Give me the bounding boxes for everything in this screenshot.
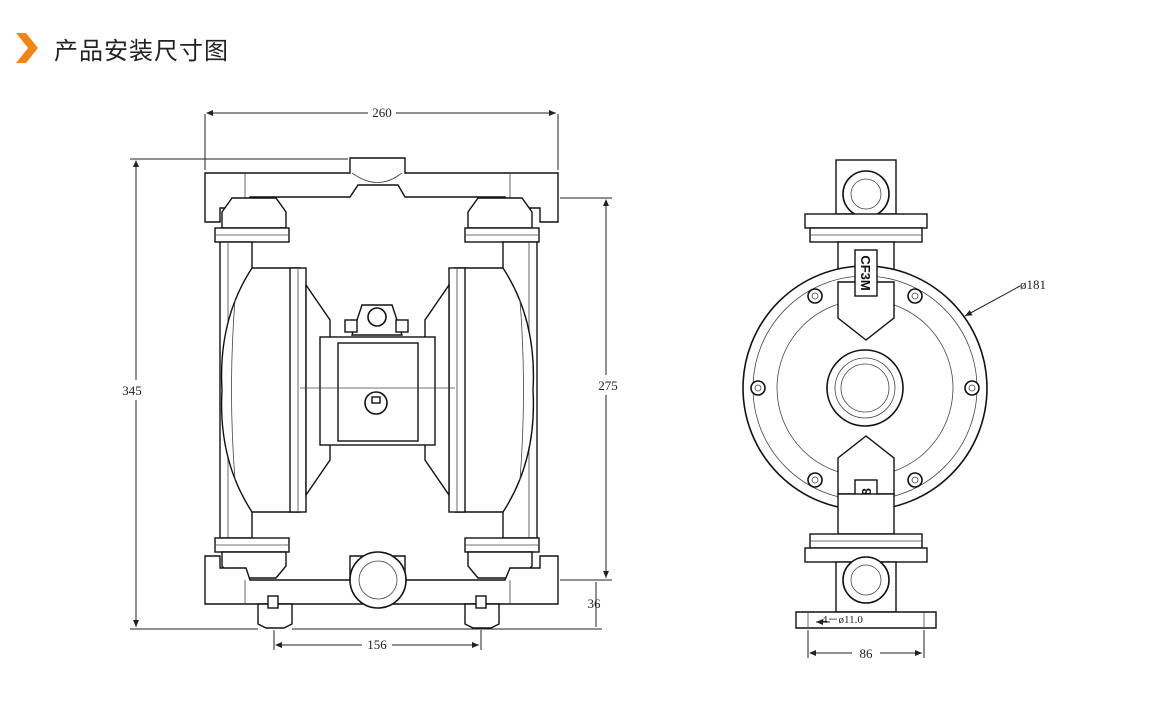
section-header: 产品安装尺寸图 (16, 30, 229, 66)
dim-base-height: 36 (588, 596, 602, 611)
dim-base-span: 156 (367, 637, 387, 652)
front-view (204, 157, 559, 629)
tag-top: CF3M (858, 255, 873, 290)
dim-holes: 4－ø11.0 (822, 614, 863, 626)
dim-diameter: ø181 (1020, 277, 1046, 292)
chevron-right-icon (16, 33, 38, 63)
side-view: CF3M T568 (742, 159, 988, 629)
front-dimensions: 260 345 275 36 156 (122, 105, 618, 652)
side-dimensions: ø181 4－ø11.0 86 (807, 277, 1046, 661)
dim-base-width: 86 (860, 646, 874, 661)
dim-height-mid: 275 (598, 378, 618, 393)
page-title: 产品安装尺寸图 (54, 36, 229, 65)
dim-height-total: 345 (122, 383, 142, 398)
dim-width-top: 260 (372, 105, 392, 120)
